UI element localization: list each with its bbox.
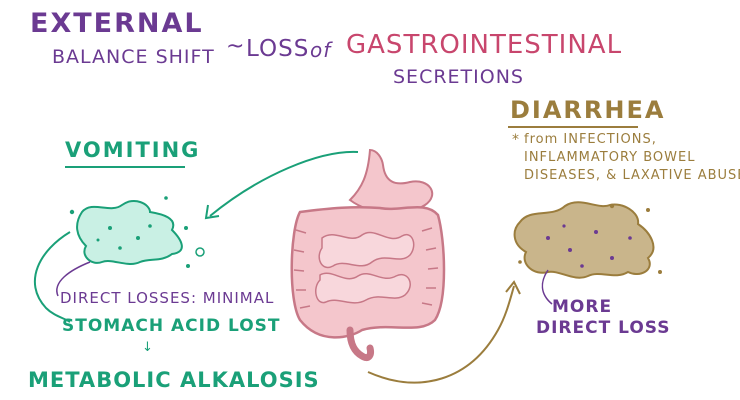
connector-vomit-direct	[56, 261, 91, 297]
vomiting-underline	[65, 166, 185, 168]
diarrhea-puddle-icon	[513, 201, 662, 279]
diarrhea-underline	[508, 126, 638, 128]
connector-vomit-to-text	[34, 231, 71, 323]
down-arrow-icon: ↓	[142, 340, 154, 355]
digestive-tract-icon	[290, 148, 446, 362]
vomit-puddle-icon	[69, 196, 205, 268]
diarrhea-direct-loss: DIRECT LOSS	[536, 318, 671, 338]
arrow-stomach-to-vomit	[209, 150, 359, 217]
vomiting-title: VOMITING	[65, 138, 201, 162]
arrow-rectum-to-diarrhea	[367, 285, 515, 384]
heading-of: of	[310, 38, 332, 62]
heading-secretions: SECRETIONS	[393, 66, 524, 88]
vomiting-stomach-acid: STOMACH ACID LOST	[62, 316, 281, 336]
heading-balance-shift: BALANCE SHIFT	[52, 46, 215, 68]
diarrhea-more: MORE	[552, 297, 613, 317]
diarrhea-cause-line2: INFLAMMATORY BOWEL	[524, 150, 696, 165]
diarrhea-title: DIARRHEA	[510, 96, 666, 124]
heading-loss: LOSS	[246, 36, 310, 62]
vomiting-direct-losses: DIRECT LOSSES: MINIMAL	[60, 289, 275, 307]
asterisk-icon: *	[512, 132, 520, 148]
heading-tilde: ~	[226, 34, 246, 59]
heading-external: EXTERNAL	[30, 8, 204, 39]
connector-diarrhea-to-text	[541, 269, 553, 305]
vomiting-result: METABOLIC ALKALOSIS	[28, 368, 320, 392]
diarrhea-cause-line3: DISEASES, & LAXATIVE ABUSE	[524, 168, 740, 183]
diarrhea-cause-line1: from INFECTIONS,	[524, 132, 657, 147]
heading-gastrointestinal: GASTROINTESTINAL	[346, 30, 623, 60]
